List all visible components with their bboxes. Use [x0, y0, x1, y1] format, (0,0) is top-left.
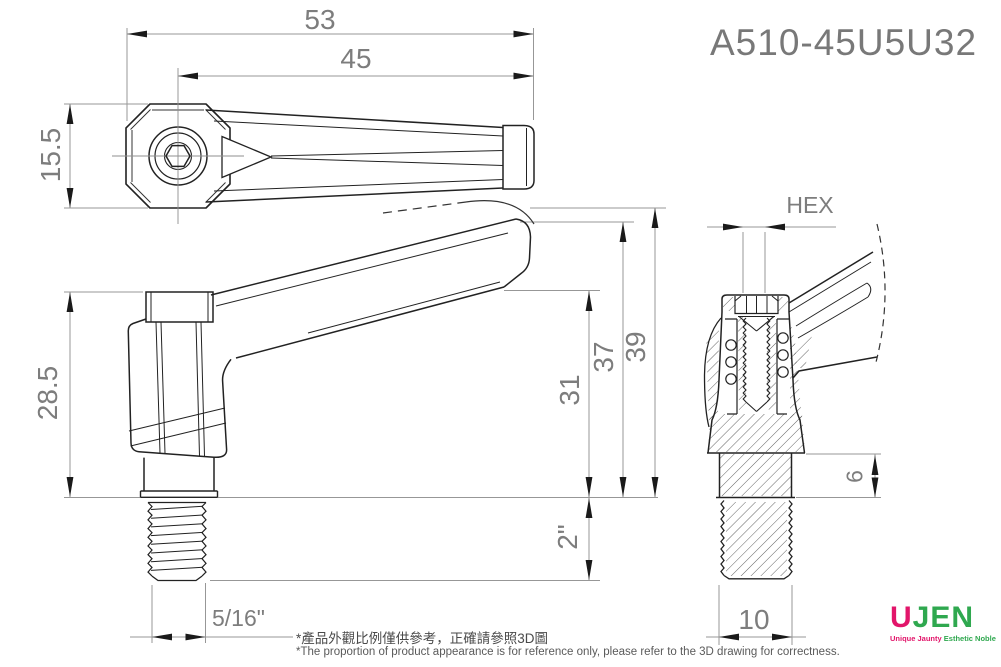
dim-neck-height: 6 [841, 470, 868, 483]
dim-max-height: 39 [620, 331, 651, 363]
top-view [112, 68, 535, 224]
note-chinese: *產品外觀比例僅供參考，正確請參照3D圖 [296, 631, 549, 646]
dim-thread-size: 5/16" [212, 605, 265, 631]
note-english: *The proportion of product appearance is… [296, 646, 840, 658]
dim-stud-diameter: 10 [738, 604, 770, 635]
ujen-logo-wordmark: UJEN [890, 603, 1000, 633]
dim-handle-length: 45 [340, 43, 372, 74]
ujen-logo-tagline: Unique Jaunty Esthetic Noble [890, 635, 1000, 643]
dim-overall-length: 53 [304, 4, 336, 35]
dim-body-height: 28.5 [32, 365, 63, 421]
logo-tagline-green: Esthetic Noble [941, 634, 996, 643]
dim-tip-top-height: 37 [588, 341, 619, 373]
logo-tagline-pink: Unique Jaunty [890, 634, 942, 643]
dim-tip-bottom-height: 31 [554, 374, 585, 406]
dim-hex-socket: HEX [786, 192, 834, 218]
ujen-logo: UJEN Unique Jaunty Esthetic Noble [890, 603, 1000, 643]
part-number: A510-45U5U32 [710, 22, 978, 63]
logo-text-u: U [890, 601, 913, 634]
dim-head-width: 15.5 [35, 127, 66, 183]
side-view [127, 200, 535, 582]
section-hatching [706, 297, 812, 576]
dim-thread-length: 2" [552, 524, 583, 550]
break-line [874, 223, 886, 367]
dimension-lines [64, 28, 881, 645]
logo-text-jen: JEN [912, 601, 975, 634]
section-view [703, 223, 886, 580]
hex-socket [165, 144, 191, 168]
